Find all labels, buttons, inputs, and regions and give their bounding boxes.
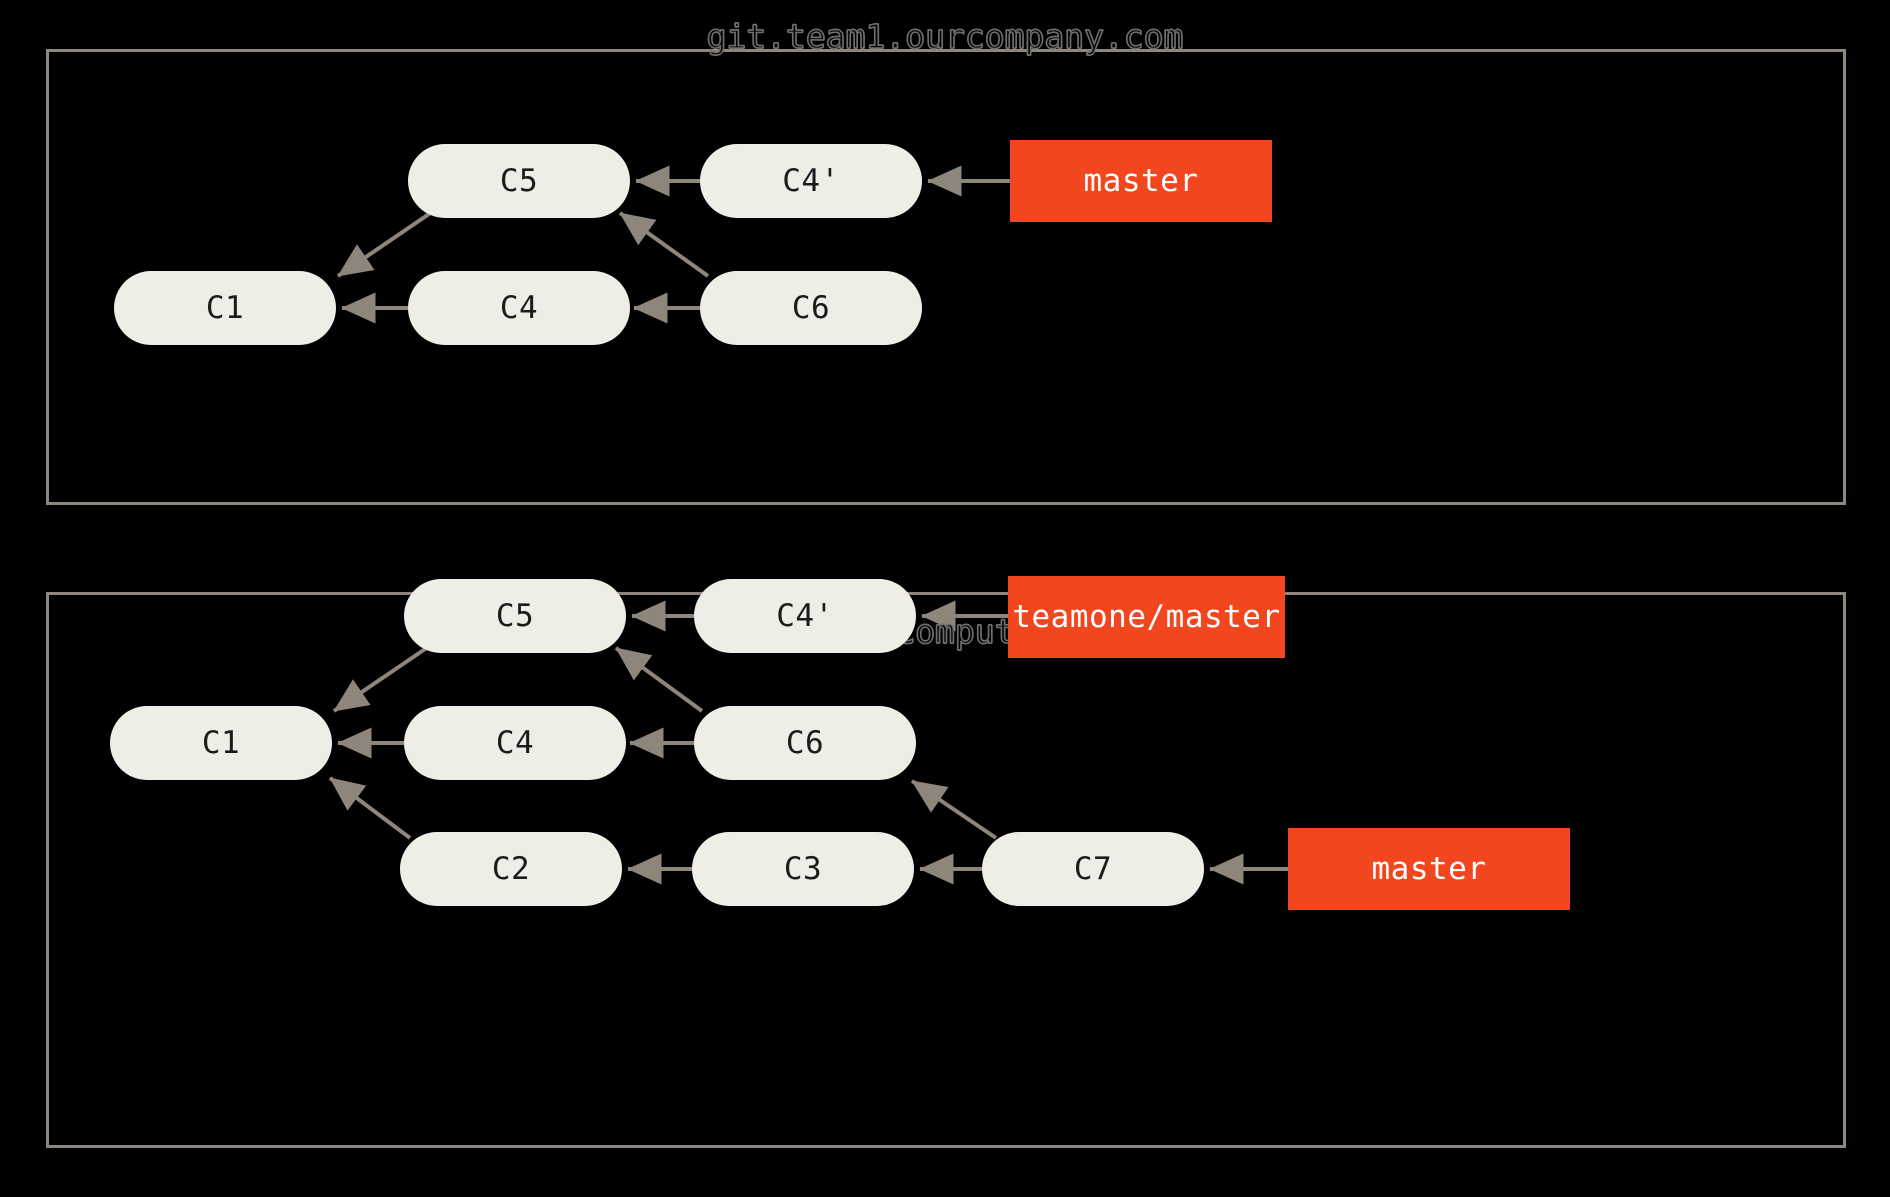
commit-node-local-c5[interactable]: C5	[404, 579, 626, 653]
branch-ref-teamone-master[interactable]: teamone/master	[1008, 576, 1285, 658]
commit-label: C4'	[776, 598, 834, 634]
commit-node-c4[interactable]: C4	[408, 271, 630, 345]
commit-node-local-c4[interactable]: C4	[404, 706, 626, 780]
branch-ref-master-local[interactable]: master	[1288, 828, 1570, 910]
commit-label: C6	[791, 290, 831, 326]
commit-label: C2	[491, 851, 531, 887]
commit-node-c6[interactable]: C6	[700, 271, 922, 345]
commit-label: C1	[205, 290, 245, 326]
commit-node-local-c4prime[interactable]: C4'	[694, 579, 916, 653]
commit-node-c5[interactable]: C5	[408, 144, 630, 218]
commit-node-local-c3[interactable]: C3	[692, 832, 914, 906]
commit-label: C7	[1073, 851, 1113, 887]
commit-label: C6	[785, 725, 825, 761]
commit-label: C1	[201, 725, 241, 761]
panel-local-repository	[46, 592, 1846, 1148]
branch-ref-label: master	[1371, 851, 1487, 887]
branch-ref-label: teamone/master	[1012, 599, 1281, 635]
commit-label: C4	[495, 725, 535, 761]
commit-label: C4	[499, 290, 539, 326]
commit-label: C5	[499, 163, 539, 199]
branch-ref-label: master	[1083, 163, 1199, 199]
commit-label: C3	[783, 851, 823, 887]
panel-remote-repository	[46, 49, 1846, 505]
commit-node-local-c6[interactable]: C6	[694, 706, 916, 780]
commit-node-local-c1[interactable]: C1	[110, 706, 332, 780]
commit-node-local-c2[interactable]: C2	[400, 832, 622, 906]
commit-node-c4prime[interactable]: C4'	[700, 144, 922, 218]
commit-label: C4'	[782, 163, 840, 199]
commit-label: C5	[495, 598, 535, 634]
branch-ref-master-remote[interactable]: master	[1010, 140, 1272, 222]
commit-node-local-c7[interactable]: C7	[982, 832, 1204, 906]
commit-node-c1[interactable]: C1	[114, 271, 336, 345]
